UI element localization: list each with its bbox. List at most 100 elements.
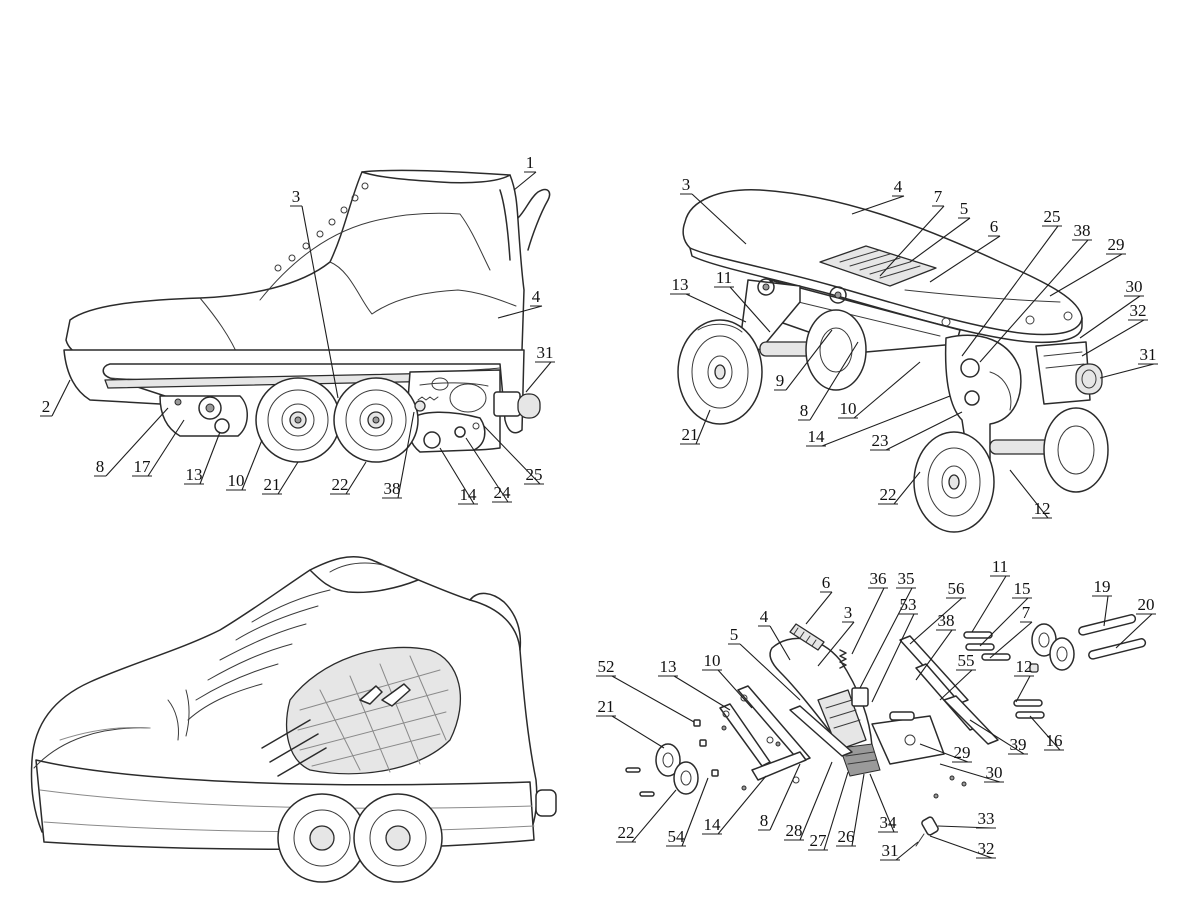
leader-line (817, 621, 855, 667)
leader-line (929, 835, 993, 859)
reference-numeral: 17 (134, 457, 152, 476)
leader-line (301, 205, 339, 399)
rear-wheels (913, 407, 1109, 533)
reference-numeral: 12 (1016, 657, 1033, 676)
callout-exploded-view-5: 5 (728, 625, 801, 701)
reference-numeral: 38 (1074, 221, 1091, 240)
reference-numeral: 5 (960, 199, 969, 218)
eyelet-row (274, 182, 369, 272)
reference-numeral: 11 (716, 268, 732, 287)
leader-line (871, 613, 915, 703)
reference-numeral: 6 (822, 573, 831, 592)
front-wheels (677, 309, 867, 425)
leader-line (673, 675, 731, 711)
reference-numeral: 27 (810, 831, 828, 850)
reference-numeral: 2 (42, 397, 51, 416)
leader-line (939, 763, 1001, 783)
callout-exploded-view-12: 12 (1014, 657, 1034, 703)
callout-exploded-view-54: 54 (666, 777, 709, 847)
leader-line (885, 411, 963, 451)
callout-mechanism-perspective-7: 7 (879, 187, 945, 277)
leader-line (859, 587, 913, 689)
callout-exploded-view-13: 13 (658, 657, 731, 711)
reference-numeral: 19 (1094, 577, 1111, 596)
callout-mechanism-perspective-32: 32 (1081, 301, 1148, 357)
leader-line (893, 471, 921, 505)
leader-line (729, 286, 771, 333)
reference-numeral: 31 (1140, 345, 1157, 364)
leader-line (1099, 363, 1155, 379)
callout-exploded-view-52: 52 (596, 657, 695, 723)
callout-exploded-view-6: 6 (805, 573, 833, 625)
callout-side-view-25: 25 (483, 425, 544, 485)
leader-line (929, 235, 1001, 283)
leader-line (785, 329, 833, 391)
leader-line (1115, 613, 1153, 649)
reference-numeral: 14 (808, 427, 826, 446)
callout-mechanism-perspective-22: 22 (878, 471, 921, 505)
callout-mechanism-perspective-23: 23 (870, 411, 963, 451)
reference-numeral: 31 (882, 841, 899, 860)
callout-mechanism-perspective-25: 25 (961, 207, 1062, 357)
callout-side-view-14: 14 (439, 447, 478, 505)
reference-numeral: 38 (938, 611, 955, 630)
reference-numeral: 20 (1138, 595, 1155, 614)
shoe-wheels (277, 793, 443, 883)
reference-numeral: 52 (598, 657, 615, 676)
reference-numeral: 25 (526, 465, 543, 484)
leader-line (1029, 715, 1061, 751)
callout-mechanism-perspective-4: 4 (851, 177, 905, 215)
leader-line (895, 841, 919, 861)
reference-numeral: 15 (1014, 579, 1031, 598)
leader-line (513, 171, 537, 191)
reference-numeral: 32 (1130, 301, 1147, 320)
reference-numeral: 12 (1034, 499, 1051, 518)
leader-line (1103, 595, 1109, 627)
reference-numeral: 23 (872, 431, 889, 450)
leader-line (1049, 253, 1123, 297)
callout-mechanism-perspective-13: 13 (670, 275, 747, 323)
callout-side-view-17: 17 (132, 419, 185, 477)
callout-side-view-1: 1 (513, 153, 537, 191)
leader-line (497, 305, 543, 319)
reference-numeral: 56 (948, 579, 965, 598)
wheel-22 (333, 377, 419, 463)
side-view-drawing (63, 169, 551, 463)
callout-exploded-view-53: 53 (871, 595, 918, 703)
leader-line (915, 629, 953, 681)
reference-numeral: 36 (870, 569, 887, 588)
reference-numeral: 34 (880, 813, 898, 832)
callout-side-view-22: 22 (330, 461, 367, 495)
leader-line (717, 775, 767, 835)
leader-line (739, 643, 801, 701)
leader-line (611, 715, 665, 749)
callout-exploded-view-8: 8 (758, 763, 801, 831)
callout-exploded-view-56: 56 (909, 579, 966, 645)
leader-line (823, 771, 849, 851)
leader-line (1009, 469, 1049, 519)
reference-numeral: 10 (704, 651, 721, 670)
shoe-laces (167, 589, 331, 741)
leader-line (805, 591, 833, 625)
reference-numeral: 4 (760, 607, 769, 626)
callout-side-view-10: 10 (226, 439, 263, 491)
leader-line (851, 773, 865, 847)
callout-exploded-view-22: 22 (616, 789, 677, 843)
leader-line (853, 361, 921, 419)
mechanism-perspective-drawing (677, 189, 1109, 533)
callout-mechanism-perspective-38: 38 (979, 221, 1092, 363)
reference-numeral: 38 (384, 479, 401, 498)
leader-line (979, 597, 1029, 647)
reference-numeral: 22 (880, 485, 897, 504)
leader-line (1015, 675, 1031, 703)
exploded-front-wheels (655, 743, 699, 795)
reference-numeral: 10 (228, 471, 245, 490)
reference-numeral: 8 (760, 811, 769, 830)
leader-line (851, 587, 885, 655)
callout-exploded-view-11: 11 (971, 557, 1010, 633)
reference-numeral: 13 (672, 275, 689, 294)
callout-exploded-view-33: 33 (937, 809, 996, 829)
leader-line (919, 743, 969, 763)
callout-mechanism-perspective-11: 11 (714, 268, 771, 333)
leader-line (769, 625, 791, 661)
